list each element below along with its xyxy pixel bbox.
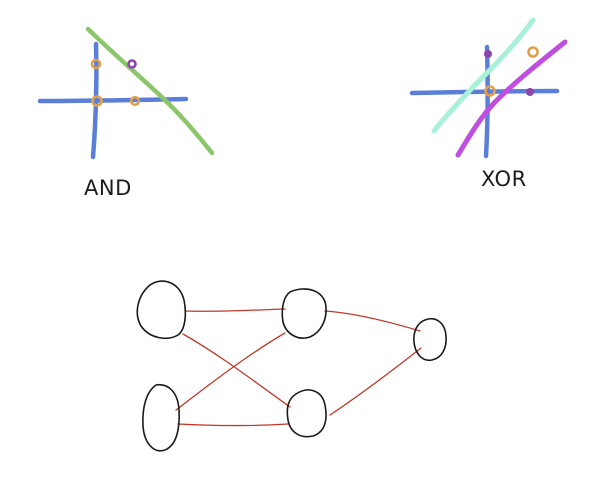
xor-label: XOR <box>481 167 527 191</box>
node-output <box>413 318 447 362</box>
xor-y-axis <box>483 44 490 159</box>
and-point-0-0 <box>91 95 103 107</box>
and-plot: AND <box>37 26 215 200</box>
edge-input-bottom-hidden-bottom <box>177 423 289 427</box>
and-label: AND <box>84 176 132 200</box>
xor-decision-boundary-a <box>431 17 536 134</box>
node-hidden-top <box>281 288 327 339</box>
edge-hidden-bottom-output <box>329 347 422 416</box>
xor-plot: XOR <box>409 17 568 191</box>
node-input-top <box>136 280 187 340</box>
and-y-axis <box>90 41 99 160</box>
xor-point-0-1 <box>484 50 492 58</box>
edge-hidden-top-output <box>324 310 421 332</box>
edge-input-top-hidden-top <box>184 308 286 312</box>
and-point-0-1 <box>90 58 102 70</box>
and-decision-boundary <box>85 26 215 156</box>
node-input-bottom <box>142 383 180 452</box>
and-point-1-0 <box>129 95 141 107</box>
xor-point-0-0 <box>484 85 496 97</box>
neural-network <box>136 280 447 452</box>
and-x-axis <box>37 96 189 104</box>
xor-point-1-1 <box>527 46 539 58</box>
and-point-1-1 <box>127 59 137 69</box>
xor-point-1-0 <box>526 88 534 96</box>
xor-decision-boundary-b <box>455 39 568 158</box>
edge-input-bottom-hidden-top <box>175 332 286 411</box>
node-hidden-bottom <box>286 389 327 438</box>
edge-input-top-hidden-bottom <box>182 333 291 408</box>
